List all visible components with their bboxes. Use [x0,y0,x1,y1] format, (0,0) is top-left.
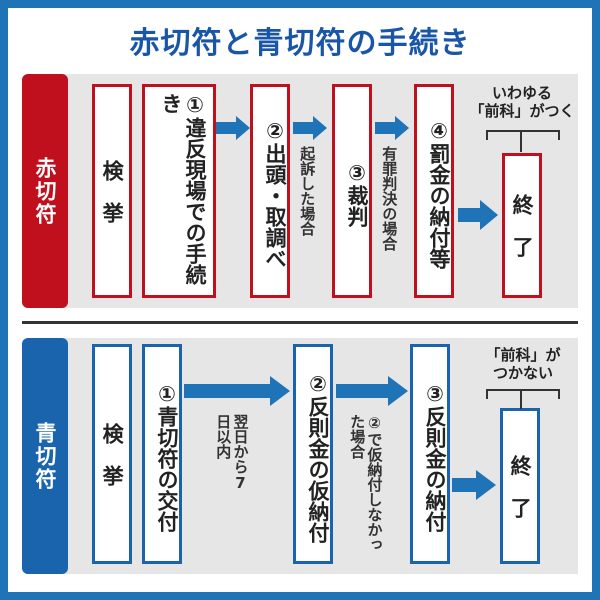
red-ticket-label: 赤切符 [22,74,68,308]
red-callout-line-1: いわゆる [491,84,552,102]
red-callout-tick [520,130,522,152]
blue-callout-line-2: つかない [492,364,553,382]
red-step-2: ②出頭・取調べ [250,84,290,298]
red-arrow-1 [216,116,250,140]
blue-step-1: ①青切符の交付 [142,344,182,564]
blue-step-2: ②反則金の仮納付 [293,344,333,564]
red-arrow-4 [458,200,498,230]
blue-note-karinofu: ②で仮納付しなかった場合 [348,414,384,552]
blue-arrow-1 [184,376,290,406]
red-note-yuzai: 有罪判決の場合 [380,146,399,251]
blue-callout-bracket [486,389,560,399]
blue-callout-tick [520,389,522,409]
red-step-4: ④罰金の納付等 [414,84,454,298]
red-arrow-2 [293,116,327,140]
red-callout-line-2: 「前科」がつく [469,102,575,120]
blue-callout: 「前科」が つかない [468,346,578,382]
red-step-1: ①違反現場での手続き [142,84,216,298]
red-end-box: 終 了 [502,153,542,298]
red-arrow-3 [375,116,409,140]
blue-arrow-2 [336,376,408,406]
section-divider [22,321,578,324]
red-step-3: ③裁判 [332,84,372,298]
red-callout-bracket [486,130,560,140]
blue-note-deadline: 翌日から7日以内 [214,414,250,492]
red-note-kiso: 起訴した場合 [298,146,317,236]
red-step-kenkyo: 検 挙 [92,84,132,298]
blue-arrow-3 [452,470,496,500]
red-callout: いわゆる 「前科」がつく [460,84,584,120]
blue-end-box: 終 了 [500,408,540,564]
blue-callout-line-1: 「前科」が [485,346,561,364]
blue-step-3: ③反則金の納付 [410,344,450,564]
blue-ticket-label: 青切符 [22,338,68,574]
page-title: 赤切符と青切符の手続き [129,26,471,61]
blue-step-kenkyo: 検 挙 [92,344,132,564]
